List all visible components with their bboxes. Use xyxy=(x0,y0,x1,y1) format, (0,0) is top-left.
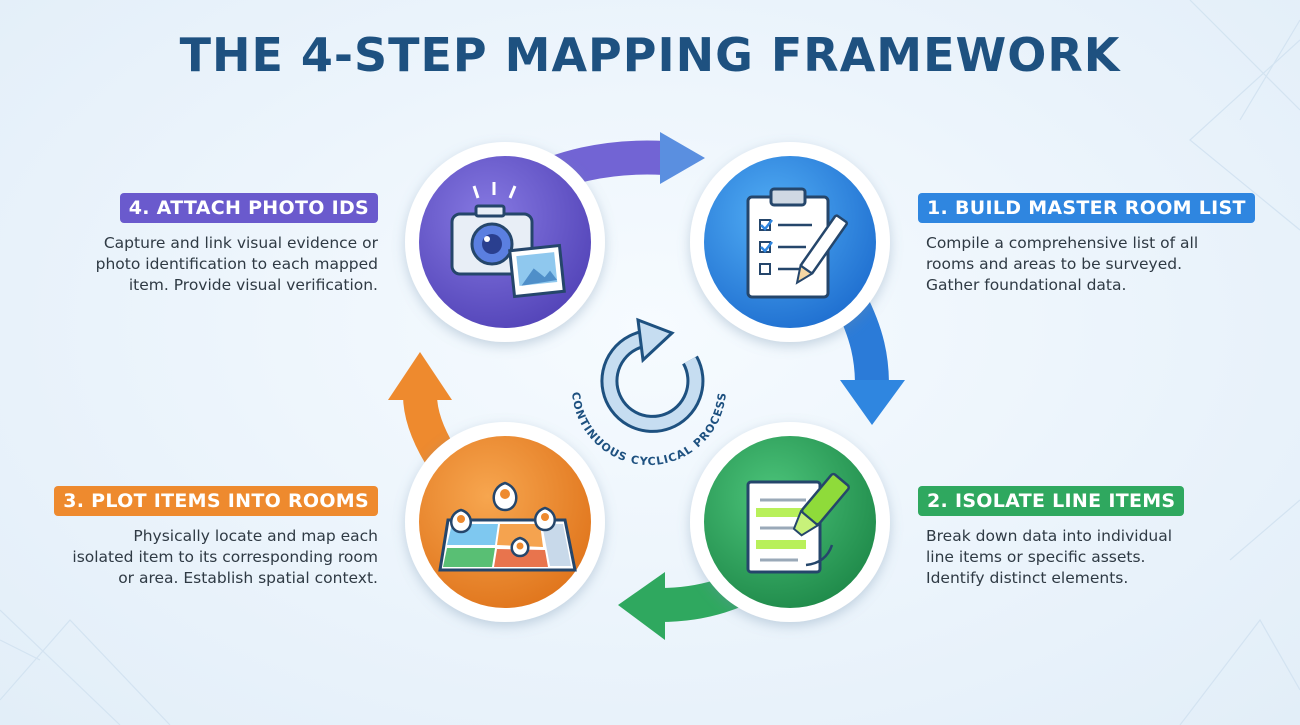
step1-block: 1. BUILD MASTER ROOM LIST Compile a comp… xyxy=(918,193,1298,296)
document-highlighter-icon xyxy=(746,472,850,574)
step1-description: Compile a comprehensive list of all room… xyxy=(926,234,1199,294)
step2-description: Break down data into individual line ite… xyxy=(926,527,1173,587)
map-pins-icon xyxy=(438,481,577,572)
clipboard-checklist-icon xyxy=(746,187,848,299)
step3-description: Physically locate and map each isolated … xyxy=(72,527,378,587)
camera-photo-icon xyxy=(450,182,566,299)
step2-badge: 2. ISOLATE LINE ITEMS xyxy=(918,486,1185,516)
arrow-step3-to-step4 xyxy=(388,352,455,464)
step1-badge: 1. BUILD MASTER ROOM LIST xyxy=(918,193,1255,223)
step3-badge: 3. PLOT ITEMS INTO ROOMS xyxy=(54,486,378,516)
step4-badge: 4. ATTACH PHOTO IDS xyxy=(119,193,378,223)
page-title: THE 4-STEP MAPPING FRAMEWORK xyxy=(179,28,1121,82)
step2-block: 2. ISOLATE LINE ITEMS Break down data in… xyxy=(918,486,1298,589)
step3-block: 3. PLOT ITEMS INTO ROOMS Physically loca… xyxy=(0,486,378,589)
step4-block: 4. ATTACH PHOTO IDS Capture and link vis… xyxy=(0,193,378,296)
step4-description: Capture and link visual evidence or phot… xyxy=(95,234,378,294)
center-cycle-icon xyxy=(600,317,705,433)
